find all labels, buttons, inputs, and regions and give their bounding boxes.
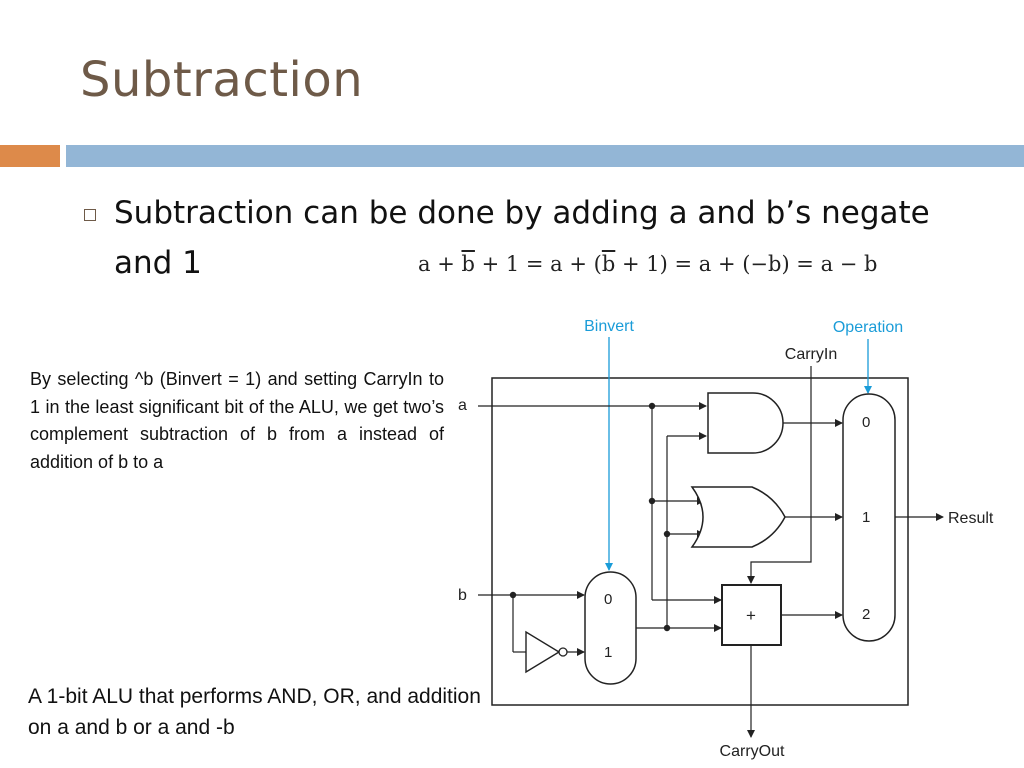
bullet-square-icon: [84, 209, 96, 221]
adder-block: [721, 584, 782, 646]
equation-part-3: + 1) = a + (−b) = a − b: [615, 252, 878, 276]
binvert-mux: [584, 571, 637, 685]
and-gate-icon: [707, 392, 784, 454]
binvert-mux-input-1: 1: [604, 644, 612, 661]
wire-carryin: [747, 366, 812, 584]
or-gate-icon: [690, 486, 786, 548]
equation-b-bar-1: b: [461, 252, 475, 276]
equation-part-1: a +: [418, 252, 462, 276]
inverter-gate-icon: [525, 630, 561, 674]
equation-part-2: + 1 = a + (: [474, 252, 602, 276]
inverter-bubble-icon: [558, 647, 568, 657]
operation-mux-input-0: 0: [862, 414, 870, 431]
input-b-label: b: [458, 587, 467, 604]
accent-bar-blue: [66, 145, 1024, 167]
equation-b-bar-2: b: [601, 252, 616, 276]
diagram-caption: A 1-bit ALU that performs AND, OR, and a…: [28, 685, 481, 739]
explanation-note: By selecting ^b (Binvert = 1) and settin…: [30, 369, 444, 472]
bullet-text: Subtraction can be done by adding a and …: [114, 195, 930, 281]
carryout-label: CarryOut: [720, 743, 785, 760]
subtraction-equation: a + b + 1 = a + (b + 1) = a + (−b) = a −…: [418, 252, 878, 276]
operation-label: Operation: [833, 319, 903, 336]
result-label: Result: [948, 510, 994, 527]
operation-mux-input-1: 1: [862, 509, 870, 526]
binvert-label: Binvert: [584, 318, 634, 335]
operation-mux-input-2: 2: [862, 606, 870, 623]
slide-title: Subtraction: [80, 52, 364, 108]
accent-bar-orange: [0, 145, 60, 167]
binvert-mux-input-0: 0: [604, 591, 612, 608]
adder-plus-icon: +: [746, 606, 756, 625]
input-a-label: a: [458, 397, 467, 414]
carryin-label: CarryIn: [785, 346, 837, 363]
alu-boundary: [491, 377, 909, 706]
